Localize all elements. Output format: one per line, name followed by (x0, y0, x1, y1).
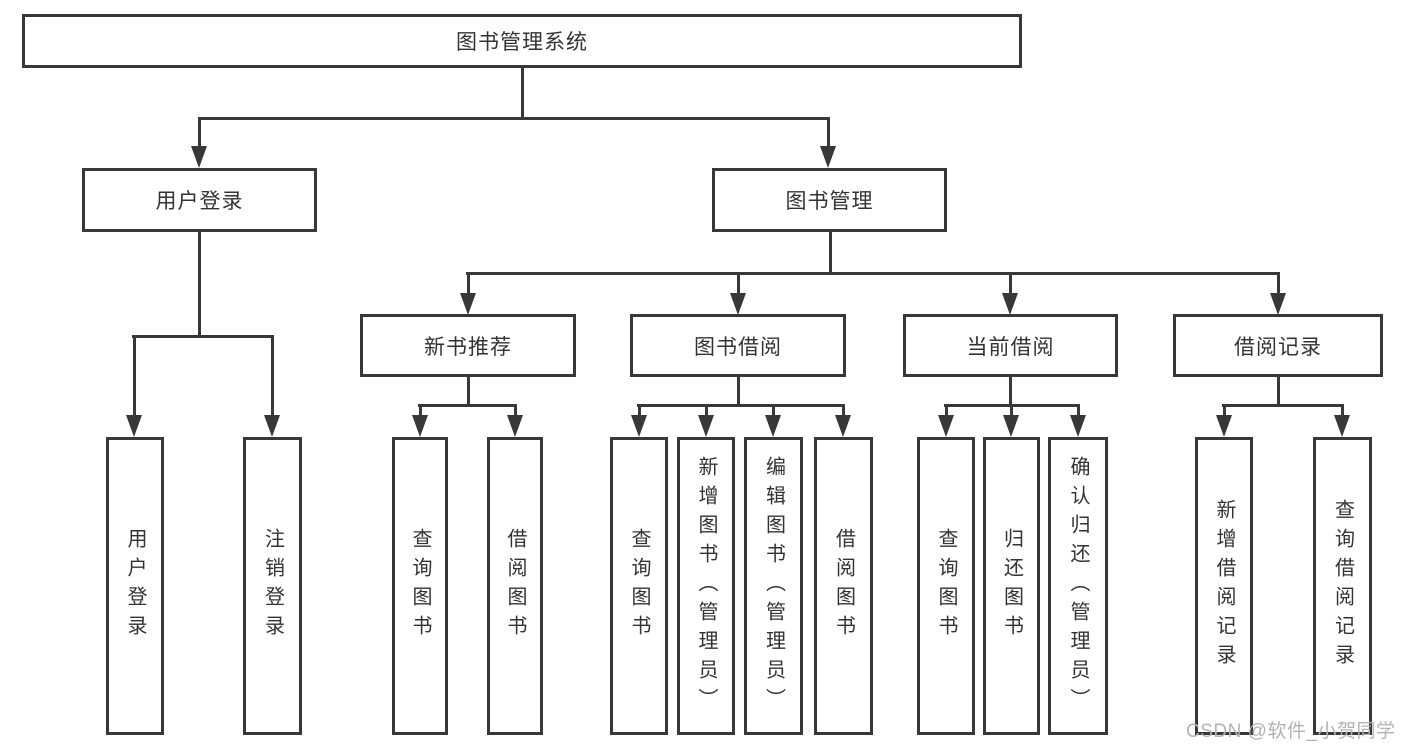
node-br-query-record: 查询借阅记录 (1313, 437, 1372, 735)
connector-book-management-stem (829, 232, 832, 273)
node-nbr-borrow-book-label: 借阅图书 (504, 528, 526, 644)
connector-current-borrow-drop (1009, 273, 1012, 299)
node-bb-add-book-admin-label: 新增图书（管理员） (695, 455, 717, 717)
node-borrow-records: 借阅记录 (1173, 314, 1383, 377)
node-nbr-query-book-label: 查询图书 (409, 528, 431, 644)
node-bb-borrow-book: 借阅图书 (814, 437, 873, 735)
node-bb-borrow-book-label: 借阅图书 (832, 528, 855, 644)
node-cb-confirm-return-admin: 确认归还（管理员） (1048, 437, 1108, 735)
arrow-down-icon (191, 146, 207, 168)
connector-level2-horizontal (466, 272, 1280, 275)
node-bb-query-book-label: 查询图书 (628, 528, 650, 644)
node-book-management-label: 图书管理 (785, 190, 874, 213)
connector-nbr-query-drop (419, 405, 422, 420)
node-cb-query-book: 查询图书 (917, 437, 975, 735)
connector-cb-return-drop (1010, 405, 1013, 420)
node-bb-edit-book-admin-label: 编辑图书（管理员） (762, 455, 785, 717)
arrow-down-icon (1003, 415, 1019, 437)
node-current-borrow-label: 当前借阅 (966, 335, 1055, 359)
arrow-down-icon (1270, 293, 1286, 315)
connector-current-borrow-stem (1009, 377, 1012, 406)
node-bb-edit-book-admin: 编辑图书（管理员） (744, 437, 803, 735)
connector-login-drop (133, 336, 136, 421)
node-nbr-borrow-book: 借阅图书 (487, 437, 543, 735)
arrow-down-icon (1334, 415, 1350, 437)
arrow-down-icon (126, 415, 142, 437)
node-logout: 注销登录 (243, 437, 302, 735)
arrow-down-icon (460, 293, 476, 315)
connector-bb-edit-drop (772, 405, 775, 420)
node-root: 图书管理系统 (22, 14, 1022, 68)
connector-book-borrow-stem (737, 377, 740, 406)
connector-bb-borrow-drop (842, 405, 845, 420)
node-bb-add-book-admin: 新增图书（管理员） (677, 437, 735, 735)
node-login: 用户登录 (106, 437, 164, 735)
connector-book-management-drop (827, 118, 830, 152)
node-new-book-recommend: 新书推荐 (360, 314, 576, 377)
connector-borrow-records-stem (1277, 377, 1280, 406)
node-book-borrow: 图书借阅 (630, 314, 846, 377)
connector-br-add-drop (1223, 405, 1226, 420)
node-login-label: 用户登录 (124, 528, 146, 644)
connector-br-query-drop (1341, 405, 1344, 420)
node-logout-label: 注销登录 (261, 528, 284, 644)
node-root-label: 图书管理系统 (456, 31, 588, 54)
arrow-down-icon (631, 415, 647, 437)
connector-bb-query-drop (638, 405, 641, 420)
node-current-borrow: 当前借阅 (903, 314, 1118, 377)
node-cb-return-book-label: 归还图书 (1000, 528, 1023, 644)
node-book-borrow-label: 图书借阅 (694, 335, 782, 359)
connector-cb-confirm-drop (1077, 405, 1080, 420)
connector-book-borrow-horizontal (637, 404, 845, 407)
connector-new-book-drop (467, 273, 470, 299)
node-borrow-records-label: 借阅记录 (1234, 335, 1322, 359)
node-br-query-record-label: 查询借阅记录 (1331, 499, 1354, 673)
arrow-down-icon (1070, 415, 1086, 437)
arrow-down-icon (507, 415, 523, 437)
node-nbr-query-book: 查询图书 (392, 437, 448, 735)
arrow-down-icon (835, 415, 851, 437)
connector-borrow-records-horizontal (1222, 404, 1344, 407)
connector-book-borrow-drop (737, 273, 740, 299)
node-cb-return-book: 归还图书 (983, 437, 1040, 735)
arrow-down-icon (412, 415, 428, 437)
node-user-login-label: 用户登录 (155, 190, 244, 213)
node-br-add-record: 新增借阅记录 (1195, 437, 1253, 735)
node-br-add-record-label: 新增借阅记录 (1213, 499, 1235, 673)
connector-user-login-stem (198, 230, 201, 336)
connector-root-stem (521, 68, 524, 120)
connector-cb-query-drop (945, 405, 948, 420)
node-cb-confirm-return-admin-label: 确认归还（管理员） (1067, 455, 1089, 717)
connector-new-book-horizontal (418, 404, 517, 407)
connector-level1-horizontal (198, 117, 830, 120)
connector-borrow-records-drop (1277, 273, 1280, 299)
connector-user-login-horizontal (132, 335, 274, 338)
csdn-watermark: CSDN @软件_小贺同学 (1186, 721, 1396, 742)
connector-logout-drop (271, 336, 274, 421)
arrow-down-icon (1216, 415, 1232, 437)
arrow-down-icon (1002, 293, 1018, 315)
node-book-management: 图书管理 (712, 168, 947, 232)
node-bb-query-book: 查询图书 (610, 437, 668, 735)
connector-bb-add-drop (705, 405, 708, 420)
node-cb-query-book-label: 查询图书 (935, 528, 957, 644)
arrow-down-icon (730, 293, 746, 315)
arrow-down-icon (938, 415, 954, 437)
node-user-login: 用户登录 (82, 168, 317, 232)
connector-new-book-stem (467, 377, 470, 406)
arrow-down-icon (765, 415, 781, 437)
arrow-down-icon (698, 415, 714, 437)
connector-user-login-drop (198, 118, 201, 152)
arrow-down-icon (264, 415, 280, 437)
connector-nbr-borrow-drop (514, 405, 517, 420)
node-new-book-recommend-label: 新书推荐 (424, 335, 512, 359)
arrow-down-icon (820, 146, 836, 168)
